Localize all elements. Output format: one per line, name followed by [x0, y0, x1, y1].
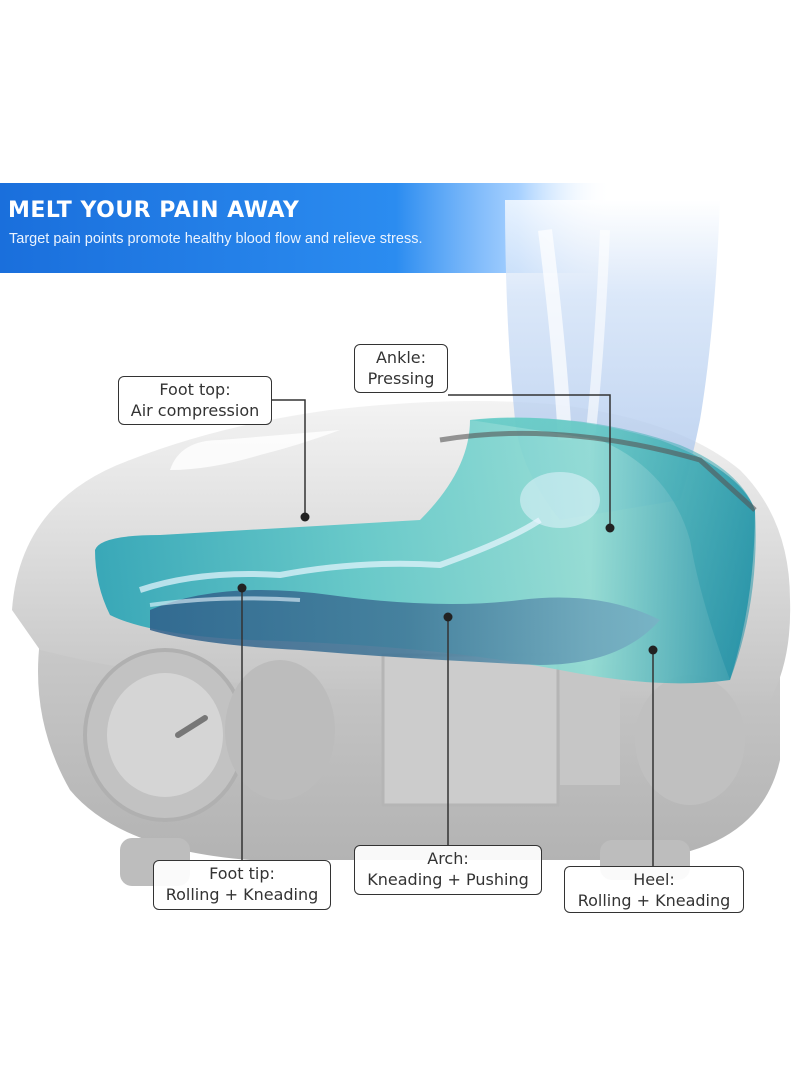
shell-highlight — [170, 430, 340, 470]
banner-title: MELT YOUR PAIN AWAY — [8, 198, 300, 223]
callout-ankle-detail: Pressing — [367, 369, 435, 388]
roller-axle — [175, 715, 208, 738]
callout-heel: Heel: Rolling + Kneading — [564, 866, 744, 913]
motor-block — [381, 653, 560, 807]
callout-foot-top-detail: Air compression — [130, 401, 260, 420]
callout-heel-title: Heel: — [633, 870, 675, 889]
ankle-cushion — [470, 417, 756, 680]
heel-roller — [635, 675, 745, 805]
dot-foot-top — [300, 512, 310, 522]
callout-foot-tip-detail: Rolling + Kneading — [165, 885, 319, 904]
callout-arch: Arch: Kneading + Pushing — [354, 845, 542, 895]
banner-subtitle: Target pain points promote healthy blood… — [9, 231, 423, 247]
foot-bones — [139, 517, 542, 593]
dot-heel — [648, 645, 658, 655]
callout-foot-top: Foot top: Air compression — [118, 376, 272, 425]
leader-ankle — [448, 394, 611, 528]
foot-tip-roller-right — [225, 660, 335, 800]
arch-kneading-area — [150, 590, 660, 665]
dot-foot-tip — [237, 583, 247, 593]
callout-foot-tip-title: Foot tip: — [209, 864, 275, 883]
motor-side — [560, 665, 620, 785]
toe-bones — [149, 596, 301, 607]
cushion-rim — [439, 430, 757, 512]
leader-foot-top — [272, 399, 306, 517]
dot-arch — [443, 612, 453, 622]
tibia-bone — [538, 229, 572, 441]
callout-arch-detail: Kneading + Pushing — [367, 870, 529, 889]
callout-heel-detail: Rolling + Kneading — [577, 891, 731, 910]
callout-ankle-title: Ankle: — [375, 348, 427, 367]
callout-foot-top-title: Foot top: — [159, 380, 231, 399]
ankle-bone — [520, 472, 600, 528]
callout-foot-tip: Foot tip: Rolling + Kneading — [153, 860, 331, 910]
leader-dots — [237, 512, 658, 655]
foot-tip-roller-left-inner — [107, 673, 223, 797]
fibula-bone — [585, 229, 610, 441]
dot-ankle — [605, 523, 615, 533]
callout-ankle: Ankle: Pressing — [354, 344, 448, 393]
leader-lines — [241, 394, 654, 866]
callout-arch-title: Arch: — [427, 849, 469, 868]
